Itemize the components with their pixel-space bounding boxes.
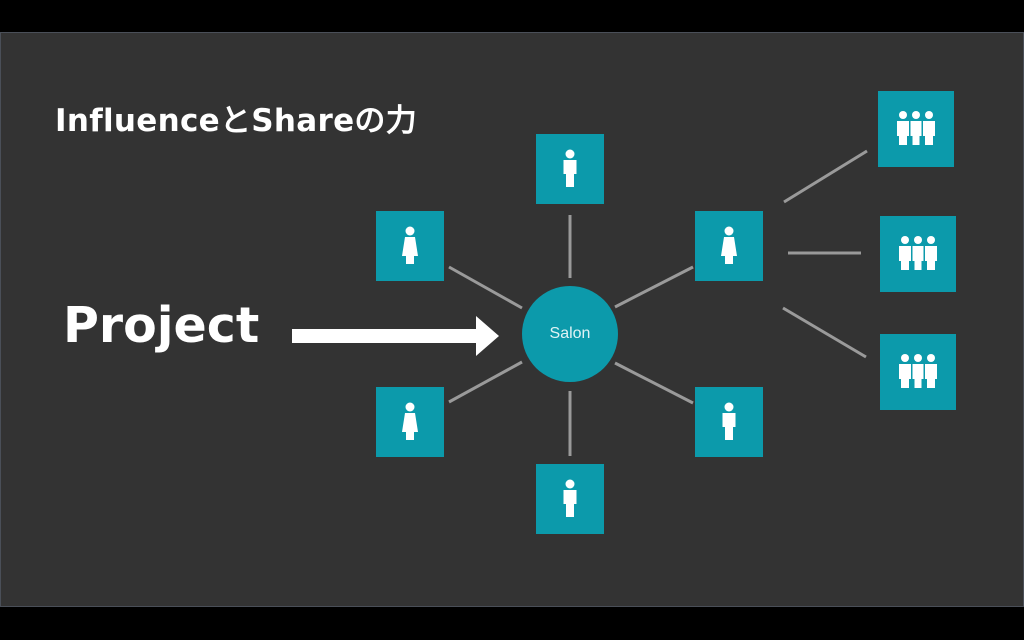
connector-lines xyxy=(448,149,868,456)
person-icon xyxy=(402,226,418,264)
person-icon xyxy=(563,149,577,187)
person-node-upper-right xyxy=(695,211,763,281)
person-node-lower-right xyxy=(695,387,763,457)
salon-hub: Salon xyxy=(522,286,618,382)
person-icon xyxy=(563,479,577,517)
group-of-people-icon xyxy=(899,354,937,388)
person-icon xyxy=(722,402,736,440)
person-node-top xyxy=(536,134,604,204)
slide-title: InfluenceとShareの力 xyxy=(55,103,418,139)
person-icon xyxy=(402,402,418,440)
project-label: Project xyxy=(63,297,260,354)
person-node-bottom xyxy=(536,464,604,534)
group-of-people-icon xyxy=(899,236,937,270)
group-node-bottom xyxy=(880,334,956,410)
person-node-lower-left xyxy=(376,387,444,457)
group-of-people-icon xyxy=(897,111,935,145)
right-arrow-icon xyxy=(292,316,499,356)
group-node-middle xyxy=(880,216,956,292)
person-icon xyxy=(721,226,737,264)
salon-hub-label: Salon xyxy=(549,325,591,342)
slide: InfluenceとShareの力 Project Salon xyxy=(0,32,1024,607)
group-node-top xyxy=(878,91,954,167)
person-node-upper-left xyxy=(376,211,444,281)
